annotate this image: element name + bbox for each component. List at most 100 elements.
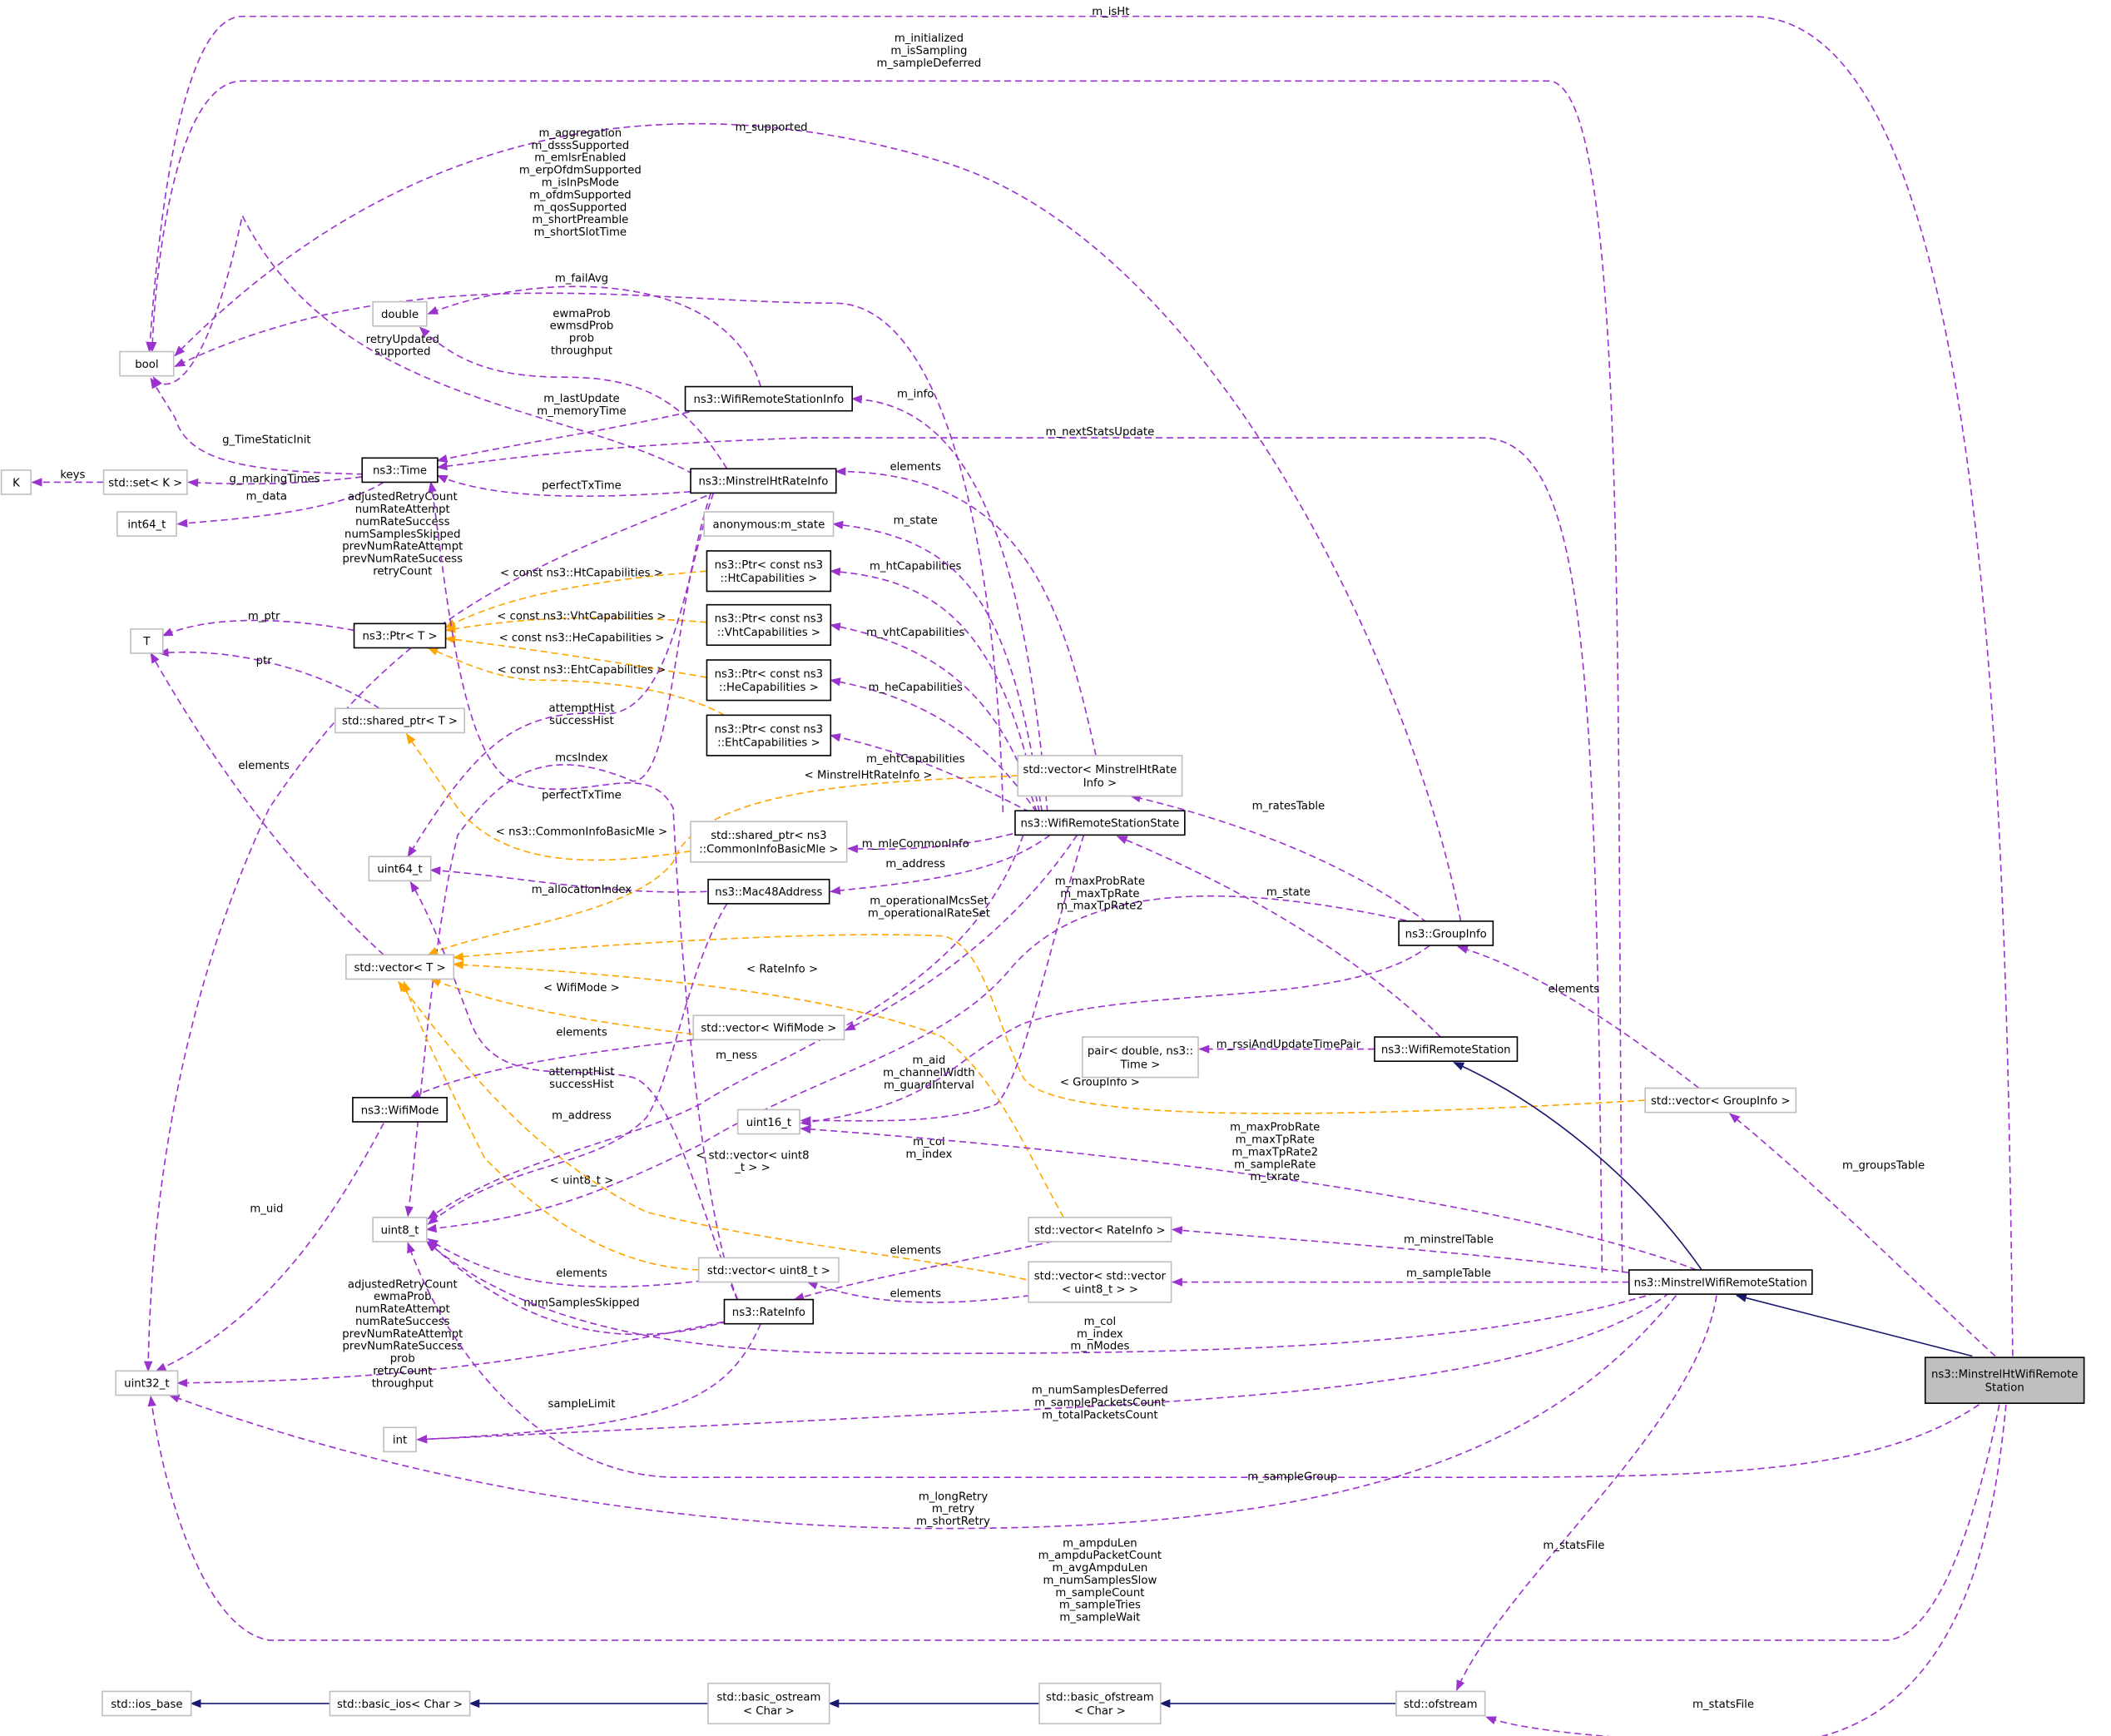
edge-label-line: < GroupInfo > <box>1060 1076 1140 1089</box>
edge-label-line: m_nModes <box>1070 1341 1129 1353</box>
edge-label-line: successHist <box>549 1079 614 1091</box>
class-node-int: int <box>383 1426 417 1453</box>
node-label: uint64_t <box>377 864 422 876</box>
class-node-basic-ostream: std::basic_ostream< Char > <box>707 1682 830 1725</box>
node-label-line: ns3::MinstrelWifiRemoteStation <box>1634 1277 1807 1289</box>
edge-groupinfo-to-vector-ht-rate-info: m_ratesTable <box>1129 794 1428 924</box>
edge-label-line: < MinstrelHtRateInfo > <box>805 769 933 781</box>
edge-label: elements <box>238 760 290 772</box>
edge-minstrel-ht-station-to-vector-groupinfo: m_groupsTable <box>1729 1113 1996 1357</box>
edge-label: m_address <box>552 1110 612 1123</box>
class-node-station-state[interactable]: ns3::WifiRemoteStationState <box>1014 810 1186 836</box>
edge-label: m_sampleTable <box>1406 1267 1491 1280</box>
edge-label-line: m_maxTpRate <box>1060 888 1139 900</box>
class-node-uint64: uint64_t <box>368 856 432 882</box>
member-arrow <box>800 945 1430 1127</box>
class-node-time[interactable]: ns3::Time <box>361 457 439 484</box>
edge-ptr-he-to-ptr-t: < const ns3::HeCapabilities > <box>444 632 707 678</box>
edge-label-line: m_numSamplesSlow <box>1043 1575 1157 1587</box>
node-label-line: ns3::WifiRemoteStationInfo <box>693 394 844 406</box>
member-arrow <box>832 520 1043 812</box>
class-node-station-info[interactable]: ns3::WifiRemoteStationInfo <box>684 385 853 412</box>
class-node-pair-rssi: pair< double, ns3::Time > <box>1082 1036 1199 1079</box>
member-arrow <box>150 377 364 475</box>
edge-station-state-to-station-info: m_info <box>850 389 1048 812</box>
node-label: std::basic_ostream< Char > <box>716 1692 820 1718</box>
edge-label-line: m_lastUpdate <box>543 393 619 405</box>
node-label-line: Time > <box>1120 1059 1161 1071</box>
node-label-line: ns3::Ptr< const ns3 <box>715 668 823 681</box>
class-node-uint32: uint32_t <box>115 1370 179 1396</box>
node-label: ns3::WifiMode <box>361 1104 439 1117</box>
edge-rateinfo-to-uint8: numSamplesSkipped <box>427 1241 738 1336</box>
node-label-line: < uint8_t > > <box>1062 1283 1138 1296</box>
edge-ptr-vht-to-ptr-t: < const ns3::VhtCapabilities > <box>444 610 707 633</box>
edge-vector-wifimode-to-vector-t: < WifiMode > <box>429 978 694 1035</box>
edge-label: elements <box>556 1026 607 1039</box>
node-label-line: ns3::RateInfo <box>732 1307 805 1319</box>
inheritance-arrow <box>1453 1062 1702 1271</box>
edge-label-line: m_isInPsMode <box>542 176 619 189</box>
edge-label-line: m_isHt <box>1092 6 1129 18</box>
node-label: std::vector< GroupInfo > <box>1651 1095 1791 1108</box>
class-node-rateinfo[interactable]: ns3::RateInfo <box>723 1298 815 1325</box>
node-label-line: ns3::WifiMode <box>361 1104 439 1117</box>
edge-label-line: m_shortSlotTime <box>534 226 627 239</box>
member-arrow <box>409 1039 694 1099</box>
node-label-line: ns3::Ptr< const ns3 <box>715 723 823 736</box>
node-label: ns3::RateInfo <box>732 1307 805 1319</box>
edge-label: m_ratesTable <box>1252 801 1326 813</box>
class-node-remote-station[interactable]: ns3::WifiRemoteStation <box>1374 1036 1519 1062</box>
node-box <box>1028 1261 1172 1303</box>
class-node-wifimode[interactable]: ns3::WifiMode <box>352 1097 448 1123</box>
node-label-line: ns3::MinstrelHtRateInfo <box>698 476 828 489</box>
node-label-line: ns3::GroupInfo <box>1405 928 1487 940</box>
edge-label: m_state <box>1266 886 1311 899</box>
member-arrow <box>174 122 1462 922</box>
class-node-groupinfo[interactable]: ns3::GroupInfo <box>1398 920 1494 946</box>
edge-label-line: numRateAttempt <box>355 1303 450 1316</box>
edge-minstrel-ht-station-to-ofstream: m_statsFile <box>1485 1404 2007 1736</box>
node-label-line: Info > <box>1083 777 1117 790</box>
edge-label-line: m_mleCommonInfo <box>862 838 969 851</box>
template-instance-arrow <box>444 570 707 628</box>
edge-label-line: m_shortRetry <box>916 1515 990 1528</box>
edge-label-line: supported <box>374 346 430 359</box>
class-node-minstrel-station[interactable]: ns3::MinstrelWifiRemoteStation <box>1628 1269 1813 1295</box>
edge-label-line: attemptHist <box>549 1066 615 1079</box>
class-node-ptr-he[interactable]: ns3::Ptr< const ns3::HeCapabilities > <box>706 659 832 702</box>
edge-minstrel-station-to-remote-station <box>1453 1062 1702 1271</box>
node-label-line: anonymous:m_state <box>712 518 825 531</box>
node-label-line: uint32_t <box>124 1378 169 1391</box>
template-instance-arrow <box>452 960 1064 1218</box>
class-node-ptr-eht[interactable]: ns3::Ptr< const ns3::EhtCapabilities > <box>706 714 832 756</box>
edge-label-line: m_memoryTime <box>537 405 626 418</box>
template-instance-arrow <box>427 647 725 717</box>
edge-label-line: throughput <box>551 345 612 357</box>
class-node-ptr-vht[interactable]: ns3::Ptr< const ns3::VhtCapabilities > <box>706 603 832 647</box>
edge-label: < const ns3::HtCapabilities > <box>500 568 663 580</box>
class-node-ht-rate-info[interactable]: ns3::MinstrelHtRateInfo <box>690 468 837 494</box>
class-node-ptr-t[interactable]: ns3::Ptr< T > <box>353 622 447 649</box>
class-node-basic-ios: std::basic_ios< Char > <box>329 1690 471 1717</box>
edge-vector-groupinfo-to-groupinfo: elements <box>1457 945 1700 1089</box>
member-arrow <box>187 476 363 488</box>
edge-label-line: m_ampduLen <box>1063 1537 1137 1550</box>
edge-label-line: _t > > <box>734 1162 770 1174</box>
member-arrow <box>176 1319 734 1387</box>
member-arrow <box>427 285 761 387</box>
edge-vector-groupinfo-to-vector-t: < GroupInfo > <box>452 934 1646 1114</box>
class-node-ptr-ht[interactable]: ns3::Ptr< const ns3::HtCapabilities > <box>706 550 832 593</box>
edge-label-line: m_sampleRate <box>1234 1158 1316 1171</box>
edge-mac48-to-uint64: m_allocationIndex <box>429 866 707 896</box>
member-arrow <box>436 437 1603 1273</box>
edge-label-line: retryCount <box>373 565 432 578</box>
edge-ptr-ht-to-ptr-t: < const ns3::HtCapabilities > <box>444 568 707 628</box>
class-node-mac48[interactable]: ns3::Mac48Address <box>707 878 830 905</box>
